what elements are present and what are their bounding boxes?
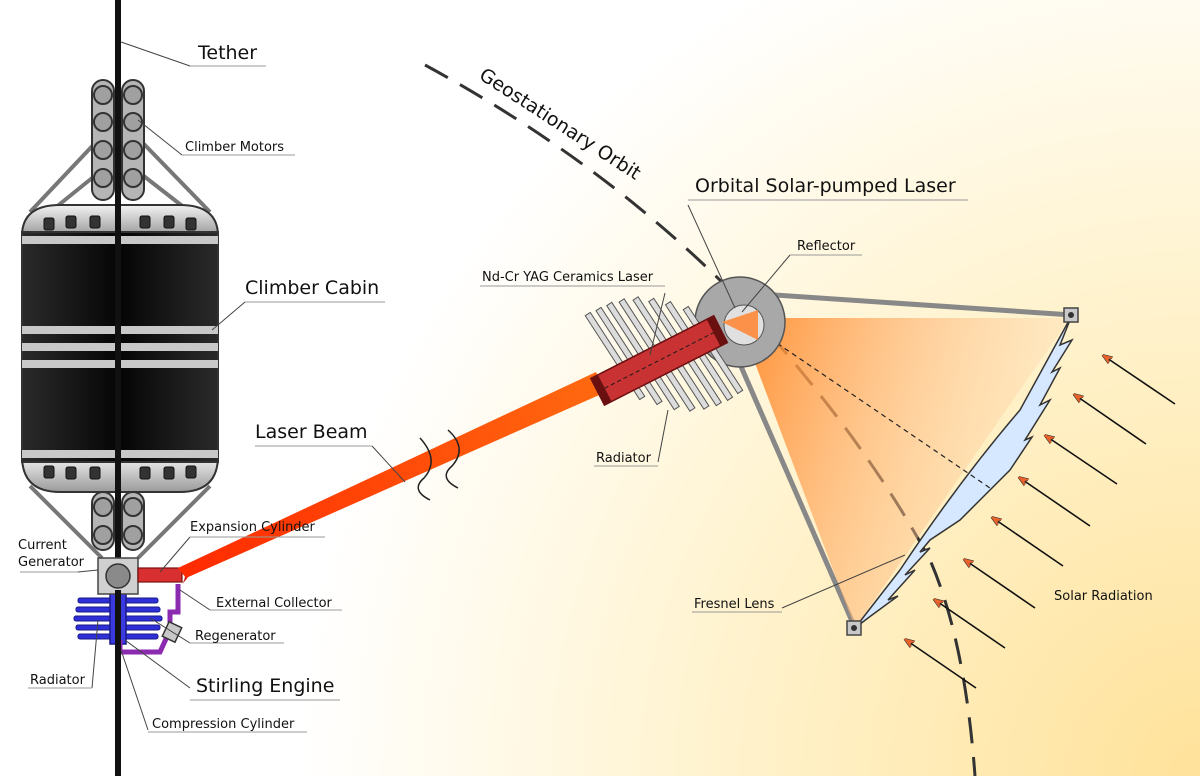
ndcr-laser-label: Nd-Cr YAG Ceramics Laser bbox=[482, 270, 654, 285]
lower-motors-icon bbox=[91, 488, 145, 558]
external-collector-label: External Collector bbox=[216, 596, 333, 611]
current-generator-label-line1: Current bbox=[18, 538, 67, 553]
radiator-right-label: Radiator bbox=[596, 451, 652, 466]
climber-cabin-label: Climber Cabin bbox=[245, 277, 379, 299]
geostationary-orbit-line bbox=[424, 63, 977, 776]
solar-radiation-label: Solar Radiation bbox=[1054, 589, 1153, 604]
focused-light-cone bbox=[738, 318, 1070, 628]
compression-cylinder-label: Compression Cylinder bbox=[152, 717, 295, 732]
regenerator-label: Regenerator bbox=[195, 629, 276, 644]
laser-beam bbox=[178, 372, 606, 578]
climber-motors-icon bbox=[91, 78, 145, 204]
current-generator-label-line2: Generator bbox=[18, 555, 85, 570]
orbital-laser-label: Orbital Solar-pumped Laser bbox=[695, 175, 956, 197]
frame-bolts bbox=[846, 307, 1079, 636]
lower-struts bbox=[28, 484, 212, 560]
tether-label: Tether bbox=[197, 42, 257, 64]
climber-motors-label: Climber Motors bbox=[185, 140, 284, 155]
fresnel-lens-label: Fresnel Lens bbox=[694, 597, 775, 612]
leader-lines bbox=[77, 41, 906, 731]
radiator-left-label: Radiator bbox=[30, 673, 86, 688]
laser-beam-label: Laser Beam bbox=[255, 421, 368, 443]
reflector-label: Reflector bbox=[797, 239, 856, 254]
expansion-cylinder-label: Expansion Cylinder bbox=[190, 520, 316, 535]
climber-cabin-body bbox=[20, 200, 220, 500]
orbital-laser-frame bbox=[733, 290, 1073, 629]
label-underlines bbox=[20, 65, 968, 733]
solar-radiation-arrows bbox=[906, 356, 1176, 689]
stirling-engine-label: Stirling Engine bbox=[196, 675, 334, 697]
